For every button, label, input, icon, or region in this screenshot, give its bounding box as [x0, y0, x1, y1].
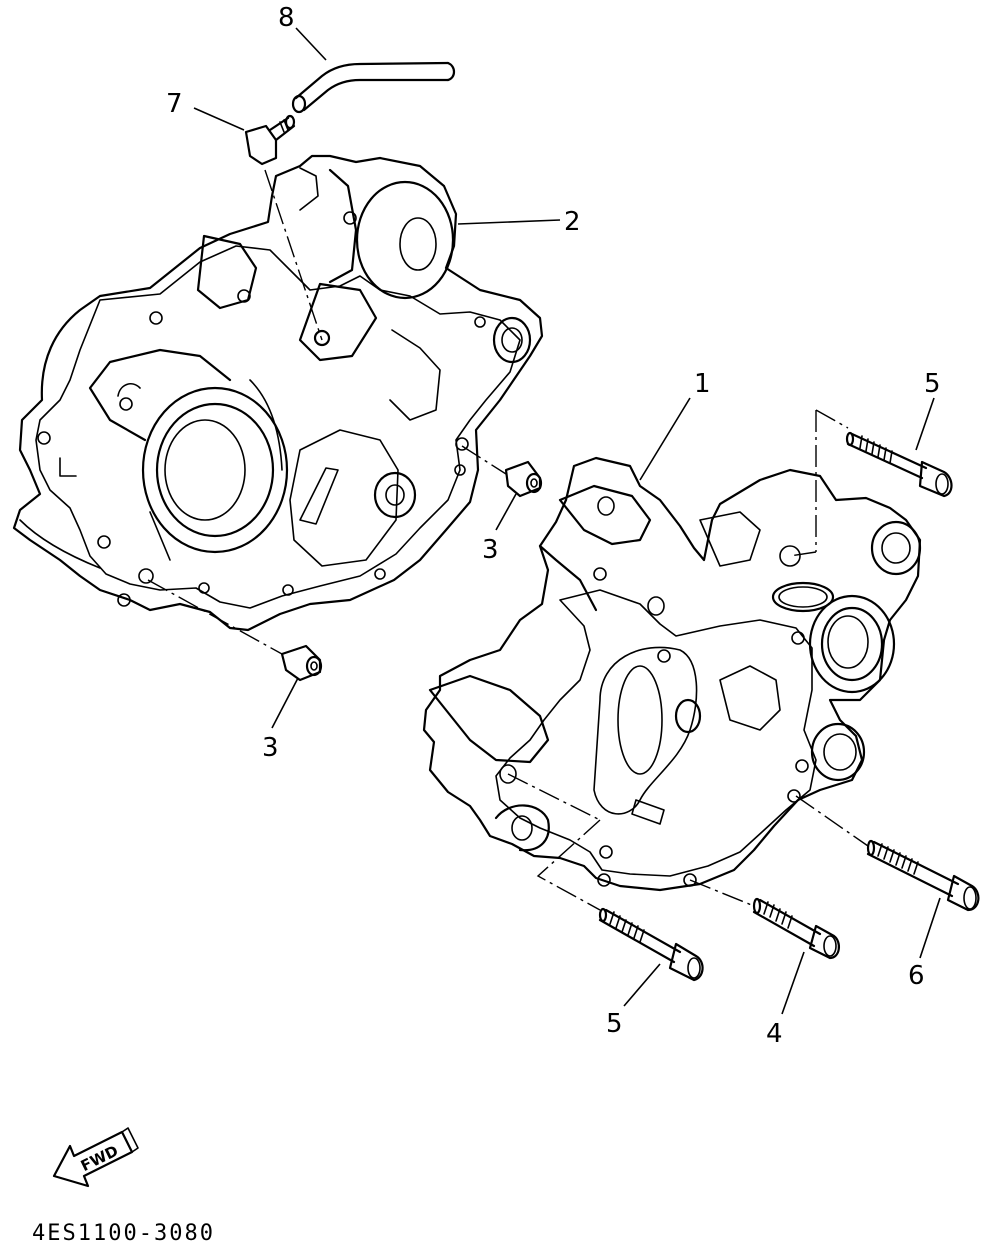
crankcase-right-part-1[interactable] [422, 456, 922, 892]
callout-numbers: 8 7 2 1 5 3 3 5 4 6 [166, 3, 941, 1049]
callout-3-lower: 3 [262, 733, 279, 763]
dowel-pin-part-3-lower[interactable] [280, 644, 323, 682]
breather-hose-part-8[interactable] [291, 61, 456, 114]
callout-5-upper: 5 [924, 369, 941, 399]
assembly-center-lines [147, 169, 869, 911]
callout-leaders [193, 27, 941, 1015]
callout-2: 2 [564, 207, 581, 237]
fwd-label: FWD [78, 1142, 121, 1175]
dowel-pin-part-3-upper[interactable] [504, 460, 543, 498]
callout-4: 4 [766, 1019, 783, 1049]
callout-8: 8 [278, 3, 295, 33]
breather-nipple-part-7[interactable] [244, 114, 296, 166]
bolt-part-5-upper[interactable] [845, 431, 953, 498]
bolt-part-5-lower[interactable] [598, 907, 704, 982]
forward-direction-arrow-icon: FWD [52, 1127, 139, 1188]
diagram-code: 4ES1100-3080 [32, 1221, 215, 1246]
bolt-part-6[interactable] [866, 839, 980, 912]
callout-5-lower: 5 [606, 1009, 623, 1039]
crankcase-left-part-2[interactable] [12, 154, 544, 632]
bolt-part-4[interactable] [752, 897, 840, 960]
callout-6: 6 [908, 961, 925, 991]
callout-3-upper: 3 [482, 535, 499, 565]
callout-7: 7 [166, 89, 183, 119]
callout-1: 1 [694, 369, 711, 399]
